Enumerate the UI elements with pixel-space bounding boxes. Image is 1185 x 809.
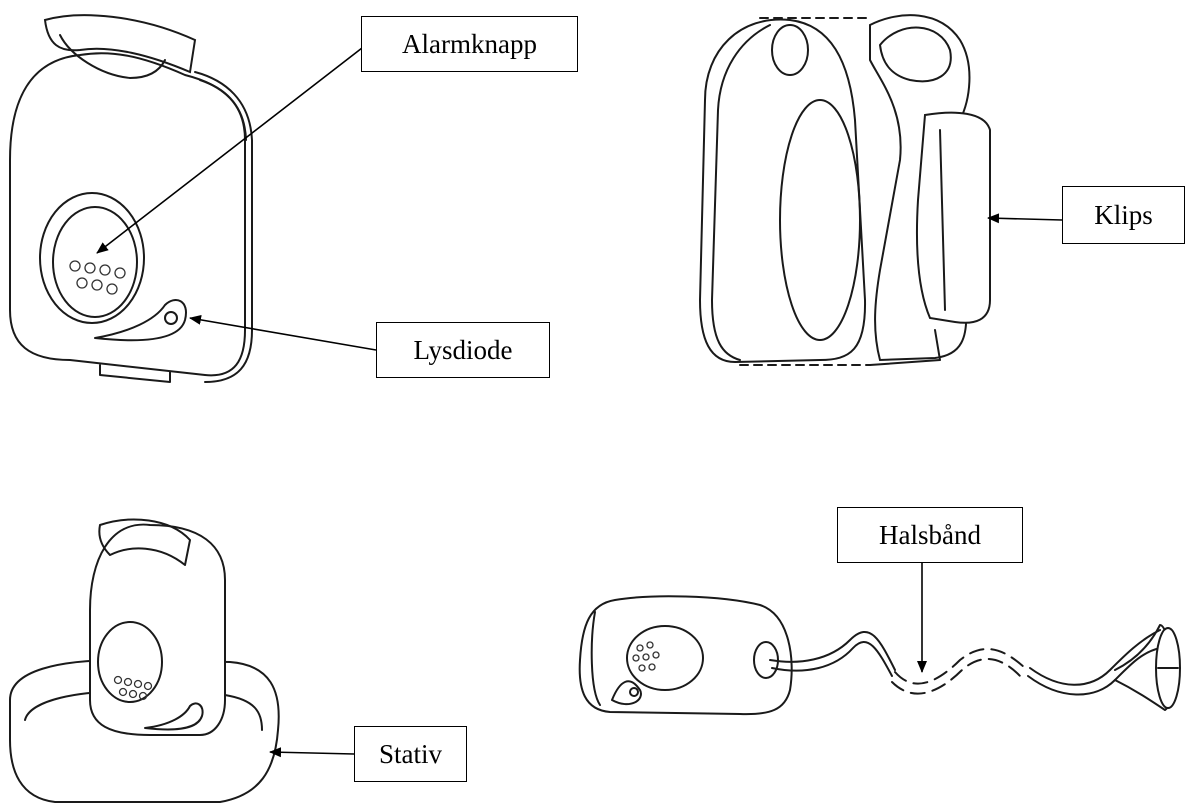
led-label: Lysdiode xyxy=(376,322,550,378)
pendant-strap-drawing xyxy=(580,596,1180,714)
stand-label: Stativ xyxy=(354,726,467,782)
clip-label: Klips xyxy=(1062,186,1185,244)
clip-arrow xyxy=(988,218,1062,220)
stand-arrow xyxy=(270,752,354,754)
alarm-button-label: Alarmknapp xyxy=(361,16,578,72)
neck-strap-label: Halsbånd xyxy=(837,507,1023,563)
pendant-front-drawing xyxy=(10,15,252,382)
pendant-clip-drawing xyxy=(700,15,990,365)
pendant-stand-drawing xyxy=(10,520,279,802)
